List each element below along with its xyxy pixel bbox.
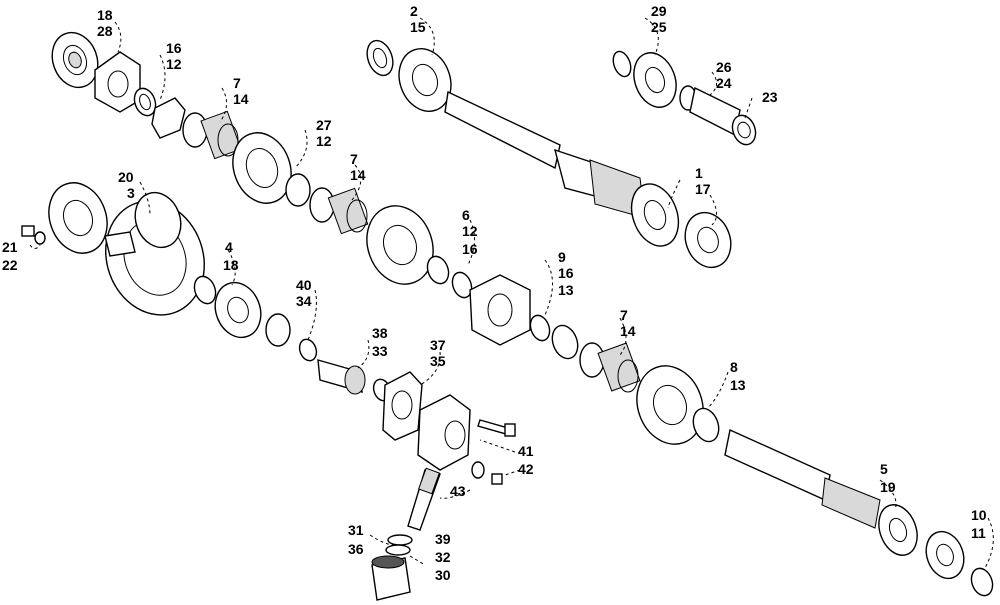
washer-42 xyxy=(471,461,503,485)
label-30: 30 xyxy=(435,567,451,583)
gear-27-12 xyxy=(232,132,311,207)
snap-ring-11 xyxy=(970,567,994,597)
washer-16-12 xyxy=(133,87,186,139)
label-7c: 7 xyxy=(620,307,628,323)
label-8: 8 xyxy=(730,359,738,375)
seal-39-32 xyxy=(385,534,413,556)
washer-13 xyxy=(692,407,720,443)
label-15: 15 xyxy=(410,19,426,35)
label-13b: 13 xyxy=(730,377,746,393)
bearing-17 xyxy=(684,211,732,269)
label-3: 3 xyxy=(127,185,135,201)
label-37: 37 xyxy=(430,337,446,353)
label-38: 38 xyxy=(372,325,388,341)
label-29: 29 xyxy=(651,3,667,19)
bushing-26-24 xyxy=(679,85,741,137)
label-16c: 16 xyxy=(558,265,574,281)
label-2: 2 xyxy=(410,3,418,19)
label-43: 43 xyxy=(450,483,466,499)
label-12: 12 xyxy=(166,56,182,72)
label-12b: 12 xyxy=(316,133,332,149)
seal-2 xyxy=(366,39,394,77)
label-14: 14 xyxy=(233,91,249,107)
cap-30-31-36 xyxy=(371,555,411,601)
gasket-35 xyxy=(382,371,423,441)
label-26: 26 xyxy=(716,59,732,75)
label-36: 36 xyxy=(348,541,364,557)
label-21: 21 xyxy=(2,239,18,255)
label-16b: 16 xyxy=(462,241,478,257)
label-6: 6 xyxy=(462,207,470,223)
bearing-40-34 xyxy=(265,313,318,362)
housing-37 xyxy=(417,394,471,471)
label-35: 35 xyxy=(430,353,446,369)
label-7b: 7 xyxy=(350,151,358,167)
label-10: 10 xyxy=(971,507,987,523)
label-11: 11 xyxy=(971,525,986,541)
label-34: 34 xyxy=(296,293,312,309)
label-41: 41 xyxy=(518,443,534,459)
bearing-20 xyxy=(48,182,108,254)
bearing-15 xyxy=(398,48,452,112)
main-shaft-upper xyxy=(444,90,646,219)
label-32: 32 xyxy=(435,549,451,565)
label-27: 27 xyxy=(316,117,332,133)
label-31: 31 xyxy=(348,522,364,538)
label-42: 42 xyxy=(518,461,534,477)
label-19: 19 xyxy=(880,479,896,495)
gear-8 xyxy=(636,365,704,445)
bearing-7-14-lower xyxy=(579,342,641,393)
label-7: 7 xyxy=(233,75,241,91)
label-18: 18 xyxy=(97,7,113,23)
bearing-19 xyxy=(878,504,918,556)
label-22: 22 xyxy=(2,257,18,273)
gear-1 xyxy=(630,183,680,247)
label-14b: 14 xyxy=(350,167,366,183)
label-24: 24 xyxy=(716,75,732,91)
washer-16-13 xyxy=(529,314,579,360)
gear-43 xyxy=(407,467,441,531)
label-20: 20 xyxy=(118,169,134,185)
gear-25 xyxy=(633,52,677,108)
snap-ring-29 xyxy=(612,50,632,78)
label-23: 23 xyxy=(762,89,778,105)
part-labels: 18 28 16 12 7 14 27 12 7 14 2 15 29 25 2… xyxy=(2,3,987,583)
label-9: 9 xyxy=(558,249,566,265)
bolt-41 xyxy=(477,419,516,437)
label-4: 4 xyxy=(225,239,233,255)
label-28: 28 xyxy=(97,23,113,39)
label-12c: 12 xyxy=(462,223,478,239)
label-14c: 14 xyxy=(620,323,636,339)
label-1: 1 xyxy=(695,165,703,181)
gear-3 xyxy=(104,191,205,316)
bearing-18-28 xyxy=(51,31,99,89)
label-16: 16 xyxy=(166,40,182,56)
label-18b: 18 xyxy=(223,257,239,273)
gear-10 xyxy=(925,530,965,580)
gear-6 xyxy=(366,205,434,285)
bearing-7-14-upper xyxy=(182,110,242,160)
main-shaft-lower xyxy=(724,429,881,529)
label-17: 17 xyxy=(695,181,711,197)
bearing-7-14-mid xyxy=(309,187,369,235)
leader-lines xyxy=(29,17,994,569)
label-5: 5 xyxy=(880,461,888,477)
collar-23 xyxy=(731,114,757,146)
hub-9 xyxy=(469,274,531,346)
label-39: 39 xyxy=(435,531,451,547)
washer-4-18 xyxy=(193,275,262,339)
label-13: 13 xyxy=(558,282,574,298)
label-25: 25 xyxy=(651,19,667,35)
hub-part xyxy=(94,51,141,113)
bolt-21-22 xyxy=(21,225,46,245)
label-40: 40 xyxy=(296,277,312,293)
shaft-38 xyxy=(317,359,366,395)
label-33: 33 xyxy=(372,343,388,359)
washer-12-16 xyxy=(426,255,473,299)
